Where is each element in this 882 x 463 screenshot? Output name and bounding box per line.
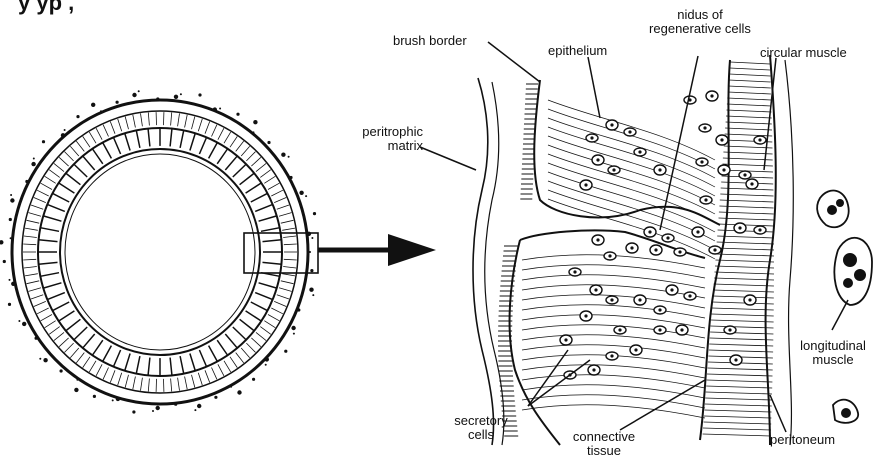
longitudinal-muscle-fill: [827, 199, 866, 418]
label-peritrophic-line1: peritrophic: [345, 125, 423, 138]
label-nidus-line1: nidus of: [652, 8, 748, 21]
label-connective-line2: tissue: [556, 444, 652, 457]
label-longitudinal-line2: muscle: [784, 353, 882, 366]
epithelial-fibers: [522, 100, 715, 418]
label-circular-muscle: circular muscle: [760, 46, 847, 59]
peritrophic-matrix-outline: [473, 78, 494, 445]
midgut-cross-section: [0, 90, 316, 413]
label-secretory-line1: secretory: [436, 414, 526, 427]
brush-border-bristles-lower: [498, 246, 518, 436]
label-secretory-line2: cells: [436, 428, 526, 441]
label-connective-line1: connective: [556, 430, 652, 443]
label-brush-border: brush border: [393, 34, 467, 47]
label-peritoneum: peritoneum: [770, 433, 835, 446]
enlarged-section: [473, 55, 872, 445]
label-nidus-line2: regenerative cells: [636, 22, 764, 35]
zoom-arrow: [318, 234, 436, 266]
label-peritrophic-line2: matrix: [345, 139, 423, 152]
label-longitudinal-line1: longitudinal: [784, 339, 882, 352]
label-epithelium: epithelium: [548, 44, 607, 57]
